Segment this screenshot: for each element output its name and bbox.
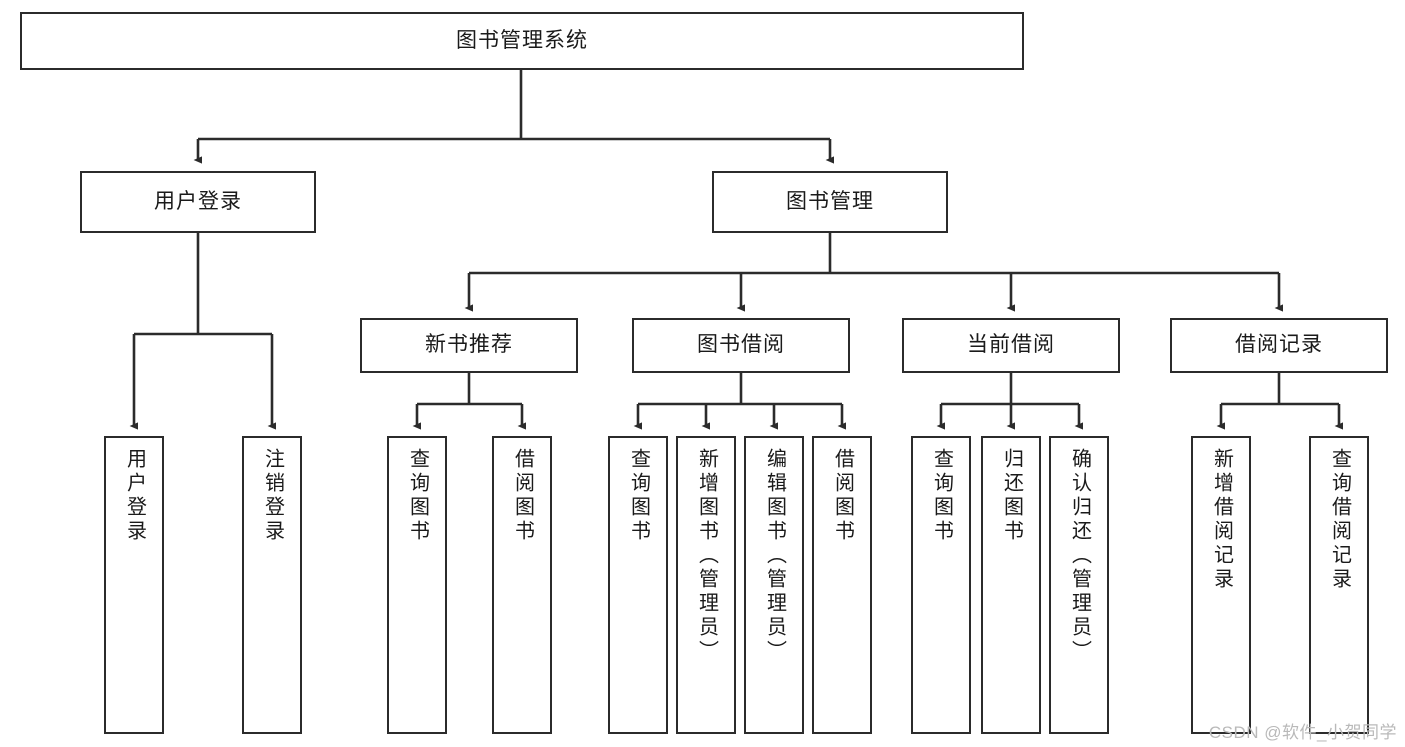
- node-leaf-user-login[interactable]: 用户登录: [104, 436, 164, 734]
- node-root-label: 图书管理系统: [456, 28, 588, 52]
- node-leaf-query-book-3-label: 查询图书: [930, 448, 953, 544]
- node-user-login-label: 用户登录: [154, 189, 242, 213]
- node-current-borrow[interactable]: 当前借阅: [902, 318, 1120, 373]
- node-book-borrow[interactable]: 图书借阅: [632, 318, 850, 373]
- node-leaf-query-book-3[interactable]: 查询图书: [911, 436, 971, 734]
- node-leaf-add-book-label: 新增图书（管理员）: [695, 448, 718, 664]
- node-leaf-edit-book-label: 编辑图书（管理员）: [763, 448, 786, 664]
- node-leaf-return-book-label: 归还图书: [1000, 448, 1023, 544]
- node-current-borrow-label: 当前借阅: [967, 333, 1055, 357]
- node-leaf-add-borrow-record-label: 新增借阅记录: [1210, 448, 1233, 592]
- node-new-book-recommend-label: 新书推荐: [425, 333, 513, 357]
- node-borrow-record[interactable]: 借阅记录: [1170, 318, 1388, 373]
- node-borrow-record-label: 借阅记录: [1235, 333, 1323, 357]
- node-leaf-confirm-return[interactable]: 确认归还（管理员）: [1049, 436, 1109, 734]
- node-leaf-query-book-1[interactable]: 查询图书: [387, 436, 447, 734]
- node-leaf-query-borrow-record[interactable]: 查询借阅记录: [1309, 436, 1369, 734]
- node-leaf-query-book-1-label: 查询图书: [406, 448, 429, 544]
- node-leaf-edit-book[interactable]: 编辑图书（管理员）: [744, 436, 804, 734]
- node-leaf-borrow-book-2[interactable]: 借阅图书: [812, 436, 872, 734]
- csdn-watermark: CSDN @软件_小贺同学: [1208, 723, 1397, 742]
- node-leaf-user-login-label: 用户登录: [123, 448, 146, 544]
- node-book-management[interactable]: 图书管理: [712, 171, 948, 233]
- node-leaf-query-book-2-label: 查询图书: [627, 448, 650, 544]
- node-leaf-add-borrow-record[interactable]: 新增借阅记录: [1191, 436, 1251, 734]
- node-user-login[interactable]: 用户登录: [80, 171, 316, 233]
- node-root[interactable]: 图书管理系统: [20, 12, 1024, 70]
- node-leaf-borrow-book-1[interactable]: 借阅图书: [492, 436, 552, 734]
- node-book-management-label: 图书管理: [786, 189, 874, 213]
- node-new-book-recommend[interactable]: 新书推荐: [360, 318, 578, 373]
- node-leaf-add-book[interactable]: 新增图书（管理员）: [676, 436, 736, 734]
- node-leaf-confirm-return-label: 确认归还（管理员）: [1068, 448, 1091, 664]
- node-leaf-borrow-book-2-label: 借阅图书: [831, 448, 854, 544]
- node-leaf-return-book[interactable]: 归还图书: [981, 436, 1041, 734]
- node-book-borrow-label: 图书借阅: [697, 333, 785, 357]
- node-leaf-logout-login-label: 注销登录: [261, 448, 284, 544]
- node-leaf-query-borrow-record-label: 查询借阅记录: [1328, 448, 1351, 592]
- node-leaf-logout-login[interactable]: 注销登录: [242, 436, 302, 734]
- node-leaf-borrow-book-1-label: 借阅图书: [511, 448, 534, 544]
- node-leaf-query-book-2[interactable]: 查询图书: [608, 436, 668, 734]
